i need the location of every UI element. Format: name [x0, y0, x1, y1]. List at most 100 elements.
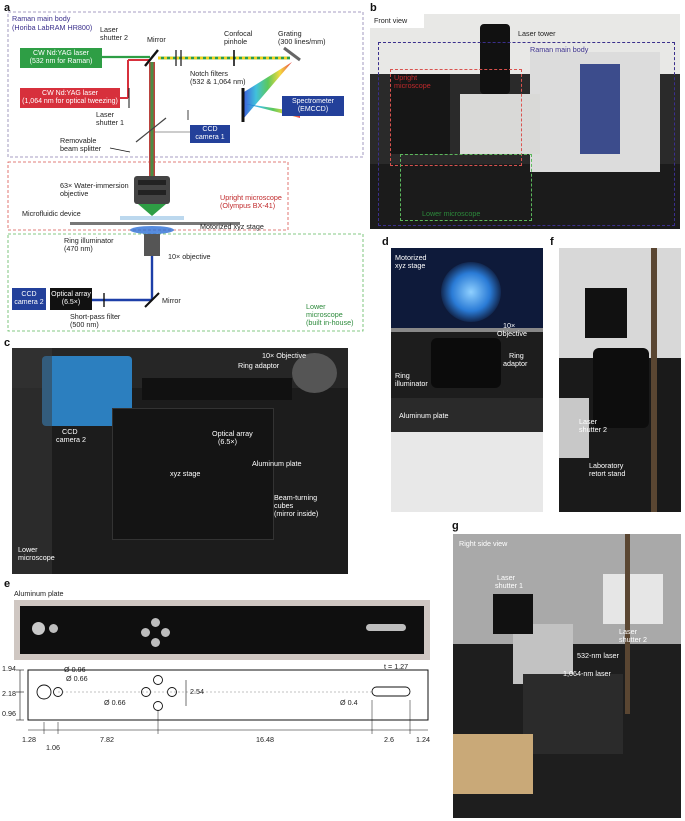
- cubes-photo-label: Beam-turning: [274, 493, 318, 502]
- panel-b-letter: b: [370, 2, 377, 14]
- l532-label: 532-nm laser: [577, 651, 619, 660]
- grating-label: Grating: [278, 29, 302, 38]
- spectrometer-label-b: (EMCCD): [297, 106, 329, 113]
- shortpass-label-b: (500 nm): [70, 320, 99, 329]
- microfluidic-symbol: [120, 216, 184, 220]
- shutter2-label-b: shutter 2: [100, 33, 128, 42]
- objective10-label: 10× objective: [168, 252, 211, 261]
- upright-label-b: (Olympus BX-41): [220, 201, 276, 210]
- ccd2-box: CCD camera 2: [12, 288, 46, 310]
- objective63-label-b: objective: [60, 189, 89, 198]
- d066a-label: Ø 0.66: [66, 674, 88, 683]
- photo-right-side: Right side view Laser shutter 1 Laser sh…: [453, 534, 681, 818]
- beam-splitter-label-b: beam splitter: [60, 144, 102, 153]
- ring-illum-d-label-b: illuminator: [395, 379, 428, 388]
- ccd1-label: CCD: [202, 126, 218, 133]
- ccd2-label: CCD: [21, 291, 37, 298]
- thickness-label: t = 1.27: [384, 662, 409, 671]
- panel-d-letter: d: [382, 236, 389, 248]
- right-view-label: Right side view: [459, 539, 508, 548]
- ring-label-b: (470 nm): [64, 244, 93, 253]
- mirror2-symbol: [144, 292, 160, 308]
- notch-label-b: (532 & 1,064 nm): [190, 77, 246, 86]
- shortpass-label: Short-pass filter: [70, 312, 121, 321]
- h26-label: 2.6: [384, 735, 394, 744]
- laser-532-label-b: (532 nm for Raman): [29, 58, 93, 65]
- mirror2-label: Mirror: [162, 296, 181, 305]
- obj-d-label: 10×: [503, 321, 516, 330]
- objective63-label: 63× Water-immersion: [60, 181, 129, 190]
- obj10-photo-label: 10× Objective: [262, 351, 307, 360]
- laser-1064-label-b: (1,064 nm for optical tweezing): [22, 98, 118, 105]
- lower-photo-label: Lower microscope: [422, 209, 481, 218]
- h1648-label: 16.48: [256, 735, 274, 744]
- raman-body-photo-label: Raman main body: [530, 45, 589, 54]
- laser-532-box: CW Nd:YAG laser (532 nm for Raman): [20, 48, 102, 68]
- lower-label-c: (built in-house): [306, 318, 354, 327]
- aluminum-d-label: Aluminum plate: [399, 411, 449, 420]
- d04-label: Ø 0.4: [340, 698, 358, 707]
- aluminum-photo-label: Aluminum plate: [252, 459, 302, 468]
- photo-closeup: Motorized xyz stage 10× Objective Ring a…: [391, 248, 543, 512]
- ring-label: Ring illuminator: [64, 236, 114, 245]
- shutter1-label-b: shutter 1: [96, 118, 124, 127]
- shutter-f-label: Laser: [579, 417, 597, 426]
- laser-532-label: CW Nd:YAG laser: [33, 50, 89, 57]
- laser-tower-label: Laser tower: [518, 29, 556, 38]
- shutter-f-label-b: shutter 2: [579, 425, 607, 434]
- obj-d-label-b: Objective: [497, 329, 527, 338]
- plate-outline: [27, 669, 429, 721]
- v194-label: 1.94: [2, 664, 16, 673]
- h782-label: 7.82: [100, 735, 114, 744]
- laser-1064-box: CW Nd:YAG laser (1,064 nm for optical tw…: [20, 88, 120, 108]
- shutter1-g-label: Laser: [497, 573, 515, 582]
- d066b-label: Ø 0.66: [104, 698, 126, 707]
- stage-label: Motorized xyz stage: [200, 222, 264, 231]
- stage-symbol: [70, 222, 240, 225]
- lower-label: Lower: [306, 302, 326, 311]
- spectrometer-box: Spectrometer (EMCCD): [282, 96, 344, 116]
- spectrum-fan: [244, 62, 292, 118]
- panel-e-letter: e: [4, 578, 11, 590]
- ccd2-label-b: camera 2: [14, 299, 44, 306]
- optical-array-box: Optical array (6.5×): [50, 288, 92, 310]
- photo-lower-microscope: CCD camera 2 10× Objective Ring adaptor …: [12, 348, 348, 574]
- aluminum-plate-title: Aluminum plate: [14, 589, 64, 598]
- shutter2-label: Laser: [100, 25, 118, 34]
- upright-photo-label-b: microscope: [394, 81, 431, 90]
- microfluidic-label: Microfluidic device: [22, 209, 81, 218]
- objective-10: [144, 234, 160, 256]
- ring-adaptor-d-label: Ring: [509, 351, 524, 360]
- ccd2-photo-label-b: camera 2: [56, 435, 86, 444]
- notch-label: Notch filters: [190, 69, 228, 78]
- d096-label: Ø 0.96: [64, 665, 86, 674]
- v096-label: 0.96: [2, 709, 16, 718]
- xyz-photo-label: xyz stage: [170, 469, 201, 478]
- cubes-photo-label-b: cubes: [274, 501, 294, 510]
- mirror-label: Mirror: [147, 35, 166, 44]
- panel-a-schematic: [7, 11, 364, 332]
- panel-f-letter: f: [550, 236, 554, 248]
- ring-illuminator-symbol: [130, 226, 174, 234]
- shutter2-g-label-b: shutter 2: [619, 635, 647, 644]
- stand-f-label-b: retort stand: [589, 469, 626, 478]
- optical-array-photo-label: Optical array: [212, 429, 253, 438]
- v254-label: 2.54: [190, 687, 204, 696]
- ring-illum-d-label: Ring: [395, 371, 410, 380]
- hole-096: [36, 684, 52, 700]
- lower-box: [7, 233, 364, 332]
- stage-d-label: Motorized: [395, 253, 427, 262]
- photo-aluminum-plate: [14, 600, 430, 660]
- grating-symbol: [283, 46, 301, 62]
- ccd1-label-b: camera 1: [195, 134, 225, 141]
- upright-label: Upright microscope: [220, 193, 282, 202]
- shutter2-g-label: Laser: [619, 627, 637, 636]
- laser-1064-label: CW Nd:YAG laser: [42, 90, 98, 97]
- mirror-symbol: [144, 49, 159, 67]
- lower-photo-c-label-b: microscope: [18, 553, 55, 562]
- shutter1-label: Laser: [96, 110, 114, 119]
- front-view-label: Front view: [374, 16, 408, 25]
- h106-label: 1.06: [46, 743, 60, 752]
- h124-label: 1.24: [416, 735, 430, 744]
